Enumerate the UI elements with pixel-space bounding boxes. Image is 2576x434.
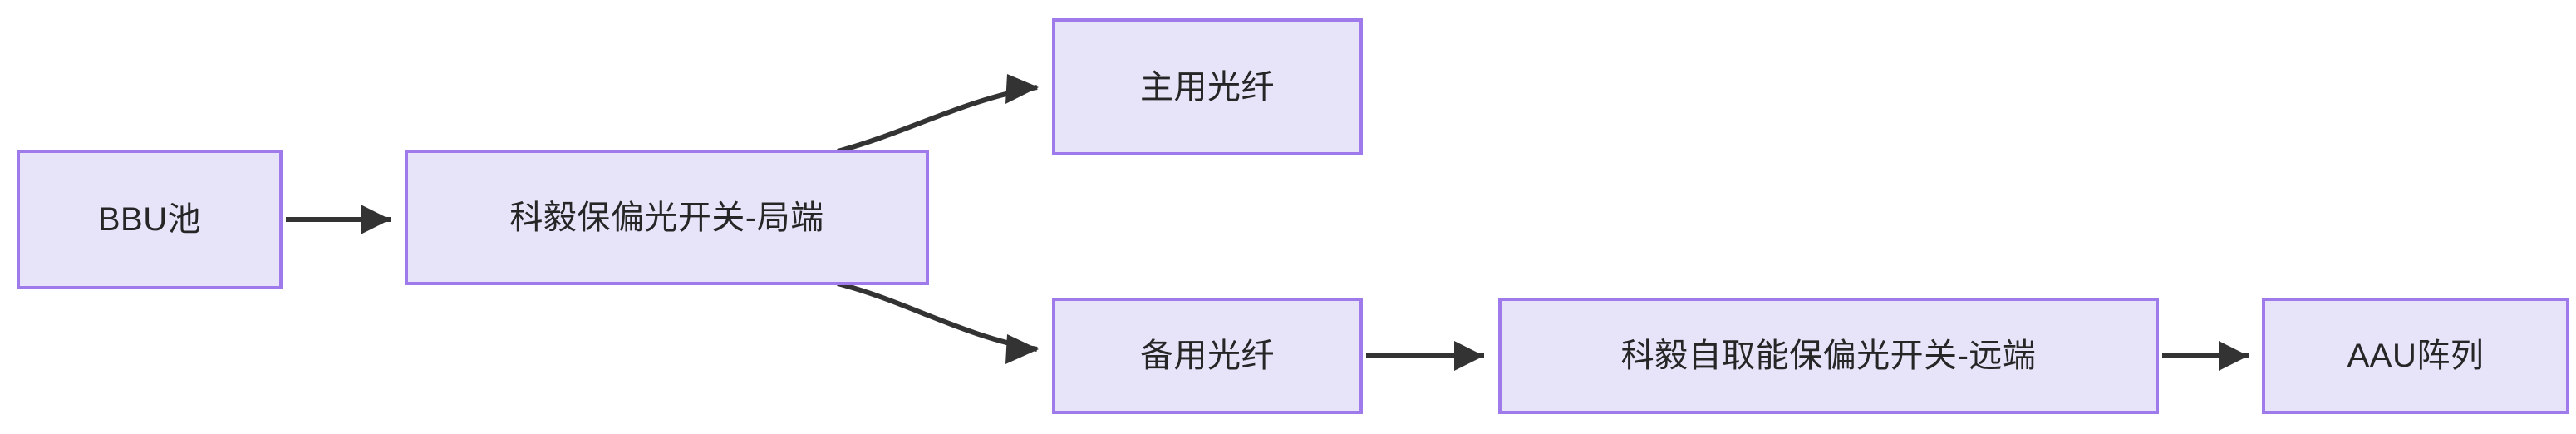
node-bbu-pool[interactable]: BBU池 — [17, 150, 283, 289]
node-backup-fiber[interactable]: 备用光纤 — [1052, 298, 1363, 414]
node-label: 科毅自取能保偏光开关-远端 — [1620, 338, 2037, 374]
arrowhead-icon — [1454, 341, 1484, 371]
edge-local-switch-to-backup-fiber — [837, 281, 1039, 364]
node-keyi-switch-remote[interactable]: 科毅自取能保偏光开关-远端 — [1498, 298, 2159, 414]
edge-bbu-to-local-switch — [286, 205, 391, 234]
arrowhead-icon — [1005, 74, 1039, 104]
node-aau-array[interactable]: AAU阵列 — [2262, 298, 2569, 414]
node-primary-fiber[interactable]: 主用光纤 — [1052, 18, 1363, 155]
node-label: 备用光纤 — [1140, 338, 1275, 374]
arrowhead-icon — [2219, 341, 2249, 371]
edge-backup-fiber-to-remote-switch — [1366, 341, 1484, 371]
node-label: BBU池 — [97, 201, 202, 238]
node-label: AAU阵列 — [2347, 338, 2485, 374]
edge-line — [837, 85, 1038, 154]
arrowhead-icon — [361, 205, 391, 234]
node-label: 主用光纤 — [1140, 68, 1275, 106]
node-label: 科毅保偏光开关-局端 — [509, 199, 824, 236]
arrowhead-icon — [1005, 334, 1039, 364]
node-keyi-switch-local[interactable]: 科毅保偏光开关-局端 — [405, 150, 929, 285]
edge-line — [837, 281, 1038, 352]
edge-local-switch-to-primary-fiber — [837, 74, 1039, 154]
edge-remote-switch-to-aau — [2162, 341, 2249, 371]
